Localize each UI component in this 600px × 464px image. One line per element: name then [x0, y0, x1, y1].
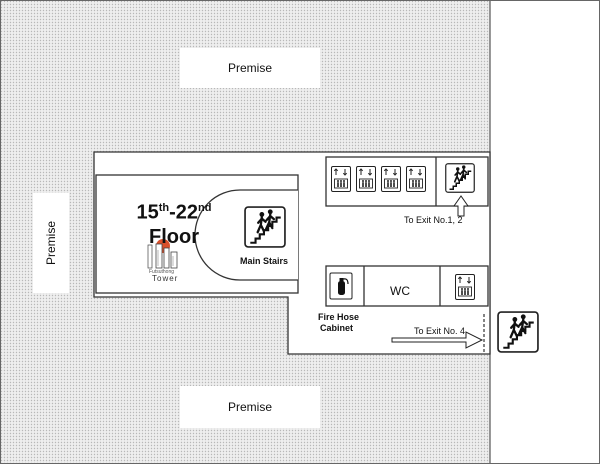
- premise-label-bottom: Premise: [180, 386, 320, 428]
- logo-text-line1: Futsuthong: [149, 269, 175, 275]
- wc-label: WC: [390, 284, 410, 298]
- logo-text-line2: Tower: [152, 274, 179, 283]
- stairs-person-icon: [244, 206, 286, 248]
- elevator-icon: [406, 166, 426, 192]
- floor-word: Floor: [149, 225, 199, 248]
- premise-label-top: Premise: [180, 48, 320, 88]
- exit-4-label: To Exit No. 4: [414, 326, 466, 336]
- elevator-icon: [356, 166, 376, 192]
- premise-label-left-text: Premise: [44, 220, 59, 266]
- main-stairs-label: Main Stairs: [240, 256, 289, 266]
- elevator-icon: [381, 166, 401, 192]
- stairs-person-icon: [445, 163, 475, 193]
- arrow-right-icon: [391, 331, 484, 349]
- exit-1-2-label: To Exit No.1, 2: [404, 215, 463, 225]
- elevator-icon: [331, 166, 351, 192]
- fire-extinguisher-icon: [329, 272, 353, 300]
- east-open-area: [490, 0, 600, 464]
- floor-range: 15th-22nd: [136, 201, 212, 224]
- elevator-icon: [455, 274, 475, 300]
- tower-logo: [147, 239, 178, 269]
- premise-label-left: Premise: [33, 193, 69, 293]
- floor-title: 15th-22nd Floor: [128, 196, 220, 249]
- arrow-up-icon: [453, 195, 469, 217]
- fire-hose-label: Fire Hose Cabinet: [318, 312, 360, 333]
- stairs-person-icon: [497, 311, 539, 353]
